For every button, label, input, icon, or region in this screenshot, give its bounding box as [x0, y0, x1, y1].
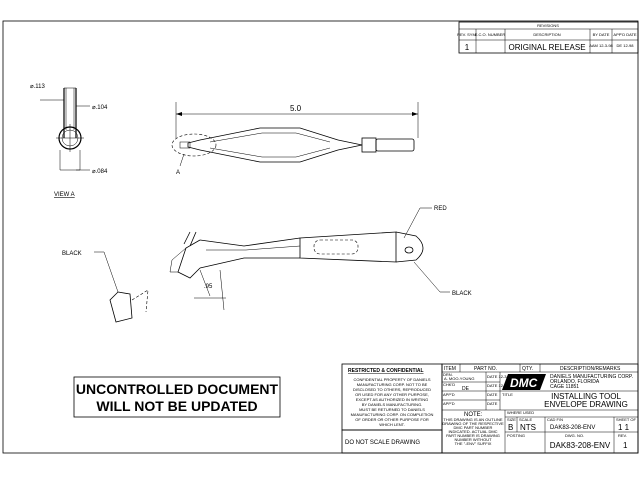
scale-value: NTS — [520, 423, 536, 432]
desc-remarks-header: DESCRIPTION/REMARKS — [560, 366, 621, 372]
restricted-notice: RESTRICTED & CONFIDENTIAL CONFIDENTIAL P… — [341, 363, 443, 454]
restricted-body-1: CONFIDENTIAL PROPERTY OF DANIELS — [353, 377, 430, 382]
size-value: B — [508, 423, 513, 432]
sheet-value: 1 1 — [618, 423, 630, 432]
stamp-line-1: UNCONTROLLED DOCUMENT — [76, 381, 279, 397]
note-line-3: DMC PART NUMBER — [454, 425, 493, 430]
revisions-title: REVISIONS — [537, 23, 559, 28]
appd2-date-label: DATE — [487, 401, 498, 406]
company-line-1: DANIELS MANUFACTURING CORP. — [550, 374, 633, 380]
black-lead-label-left: BLACK — [62, 251, 82, 257]
rev-by: AAM 12-3-98 — [589, 43, 613, 48]
checked-date: DATE 12-98 — [487, 383, 509, 388]
drawn-by: A. MOO-YOUNG — [444, 376, 474, 381]
dmc-logo: DMC — [510, 376, 538, 390]
restricted-body-9: OF ORDER OR OTHER PURPOSE FOR — [355, 417, 429, 422]
drawn-date: DATE 12-3-98 — [487, 374, 513, 379]
view-a-label: VIEW A — [54, 192, 75, 198]
scale-label: SCALE — [519, 417, 532, 422]
title-label: TITLE — [502, 392, 513, 397]
chkd-label: CHK'D — [443, 382, 455, 387]
top-view-tool: 5.0 A — [171, 102, 419, 176]
overall-length-dim: 5.0 — [290, 104, 302, 113]
stamp-line-2: WILL NOT BE UPDATED — [96, 398, 257, 414]
iso-view-tool: .95 RED BLACK BLACK — [62, 206, 472, 323]
cad-label: CAD F/N — [547, 417, 563, 422]
rev-label: REV. — [618, 433, 627, 438]
note-line-5: PART NUMBER IS DRAWING — [446, 433, 500, 438]
restricted-body-4: OR USED FOR ANY OTHER PURPOSE, — [355, 392, 429, 397]
checked-by: DE — [462, 386, 470, 392]
note-line-2: DRAWING OF THE RESPECTIVE — [442, 421, 504, 426]
uncontrolled-stamp: UNCONTROLLED DOCUMENT WILL NOT BE UPDATE… — [73, 376, 281, 418]
note-line-6: NUMBER WITHOUT — [454, 437, 492, 442]
rev-description: ORIGINAL RELEASE — [508, 43, 585, 52]
appd2-label: APP'D — [443, 401, 455, 406]
title-block: ITEM PART NO. QTY. DESCRIPTION/REMARKS D… — [441, 363, 639, 454]
note-line-7: THE "-ENV" SUFFIX — [455, 441, 492, 446]
note-line-1: THIS DRAWING IS AN OUTLINE — [443, 417, 503, 422]
dwg-no-value: DAK83-208-ENV — [550, 441, 611, 450]
dmc-logo-mark — [502, 374, 546, 390]
restricted-body-2: MANUFACTURING CORP. NOT TO BE — [357, 382, 428, 387]
note-line-4: INDICATED. ACTUAL DMC — [448, 429, 497, 434]
tip-length-dim: .95 — [204, 284, 213, 290]
where-used-label: WHERE USED — [507, 410, 534, 415]
company-line-3: CAGE 11851 — [550, 384, 579, 390]
eco-col-header: E.C.O. NUMBER — [475, 32, 506, 37]
restricted-body-3: DISCLOSED TO OTHERS, REPRODUCED — [353, 387, 431, 392]
restricted-body-6: BY DANIELS MANUFACTURING. — [362, 402, 423, 407]
part-no-header: PART NO. — [474, 366, 497, 372]
appd-label: APP'D — [443, 392, 455, 397]
rev-col-header: REV. SYM. — [457, 32, 477, 37]
dim-outer-diameter: ⌀.113 — [30, 84, 46, 90]
restricted-title: RESTRICTED & CONFIDENTIAL — [348, 368, 424, 374]
revisions-block: REVISIONS REV. SYM. E.C.O. NUMBER DESCRI… — [457, 21, 639, 54]
view-a-callout: A — [176, 170, 180, 176]
by-col-header: BY DATE — [593, 32, 610, 37]
drawing-title-1: INSTALLING TOOL — [551, 392, 621, 401]
company-line-2: ORLANDO, FLORIDA — [550, 379, 600, 385]
restricted-body-8: MANUFACTURING CORP. ON COMPLETION — [351, 412, 434, 417]
appd-date-label: DATE — [487, 392, 498, 397]
restricted-body-10: WHICH LENT. — [379, 422, 405, 427]
qty-header: QTY. — [522, 366, 533, 372]
rev-value-block: 1 — [623, 441, 628, 450]
drawing-title-2: ENVELOPE DRAWING — [544, 400, 628, 409]
appd-col-header: APP'D DATE — [613, 32, 636, 37]
dim-inner-diameter: ⌀.084 — [92, 169, 108, 175]
posting-label: POSTING — [507, 433, 525, 438]
restricted-body-7: MUST BE RETURNED TO DANIELS — [359, 407, 425, 412]
do-not-scale: DO NOT SCALE DRAWING — [345, 440, 420, 446]
restricted-body-5: EXCEPT AS AUTHORIZED IN WRITING — [356, 397, 429, 402]
sheet-border — [2, 20, 639, 454]
red-lead-label: RED — [434, 206, 447, 212]
drn-label: DRN. — [443, 372, 453, 377]
sheet-label: SHEET OF — [616, 417, 636, 422]
black-lead-label-right: BLACK — [452, 291, 472, 297]
dwg-no-label: DWG. NO. — [565, 433, 584, 438]
item-header: ITEM — [444, 366, 456, 372]
desc-col-header: DESCRIPTION — [533, 32, 560, 37]
view-a: ⌀.113 ⌀.104 ⌀.084 VIEW A — [30, 84, 108, 198]
dim-mid-diameter: ⌀.104 — [92, 105, 108, 111]
cad-value: DAK83-208-ENV — [550, 425, 595, 431]
size-label: SIZE — [507, 417, 516, 422]
rev-appd: DE 12-98 — [617, 43, 635, 48]
note-title: NOTE: — [464, 412, 483, 418]
rev-value: 1 — [465, 43, 470, 52]
